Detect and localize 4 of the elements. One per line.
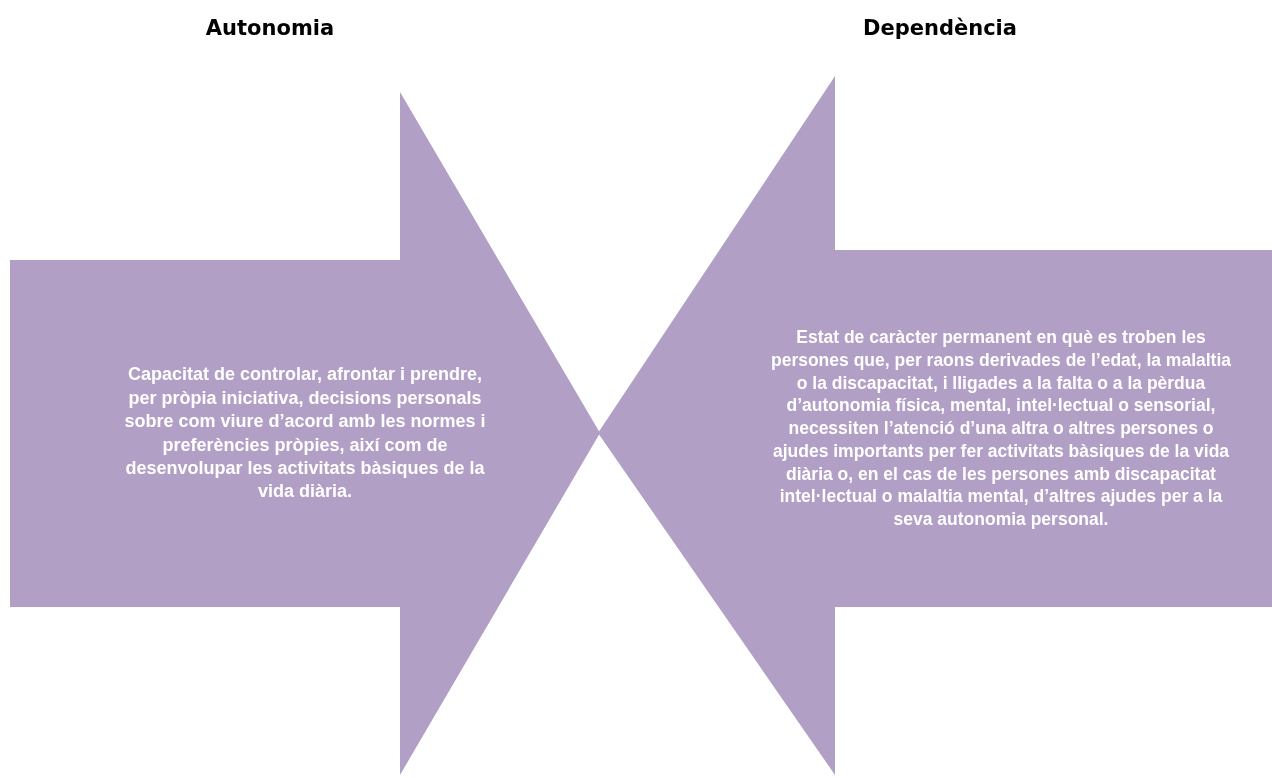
definition-text: Estat de caràcter permanent en què es troben les persones que, per raons derivades de l’edat, la malaltia o la discapacitat, i lligades a la falta o a la pèrdua d’autonomia física, mental, intel·lectual o sensorial, necessiten l’atenció d’una altra o altres persones o ajudes importants per fer activitats bàsiques de la vida diària o, en el cas de les persones amb discapacitat intel·lectual o malaltia mental, d’altres ajudes per a la seva autonomia personal. xyxy=(769,326,1232,531)
heading: Dependència xyxy=(863,16,1017,40)
definition-text: Capacitat de controlar, afrontar i prendre, per pròpia iniciativa, decisions personals sobre com viure d’acord amb les normes i preferències pròpies, així com de desenvolupar les activitats bàsiques de la vida diària. xyxy=(123,363,487,504)
heading: Autonomia xyxy=(205,16,335,40)
